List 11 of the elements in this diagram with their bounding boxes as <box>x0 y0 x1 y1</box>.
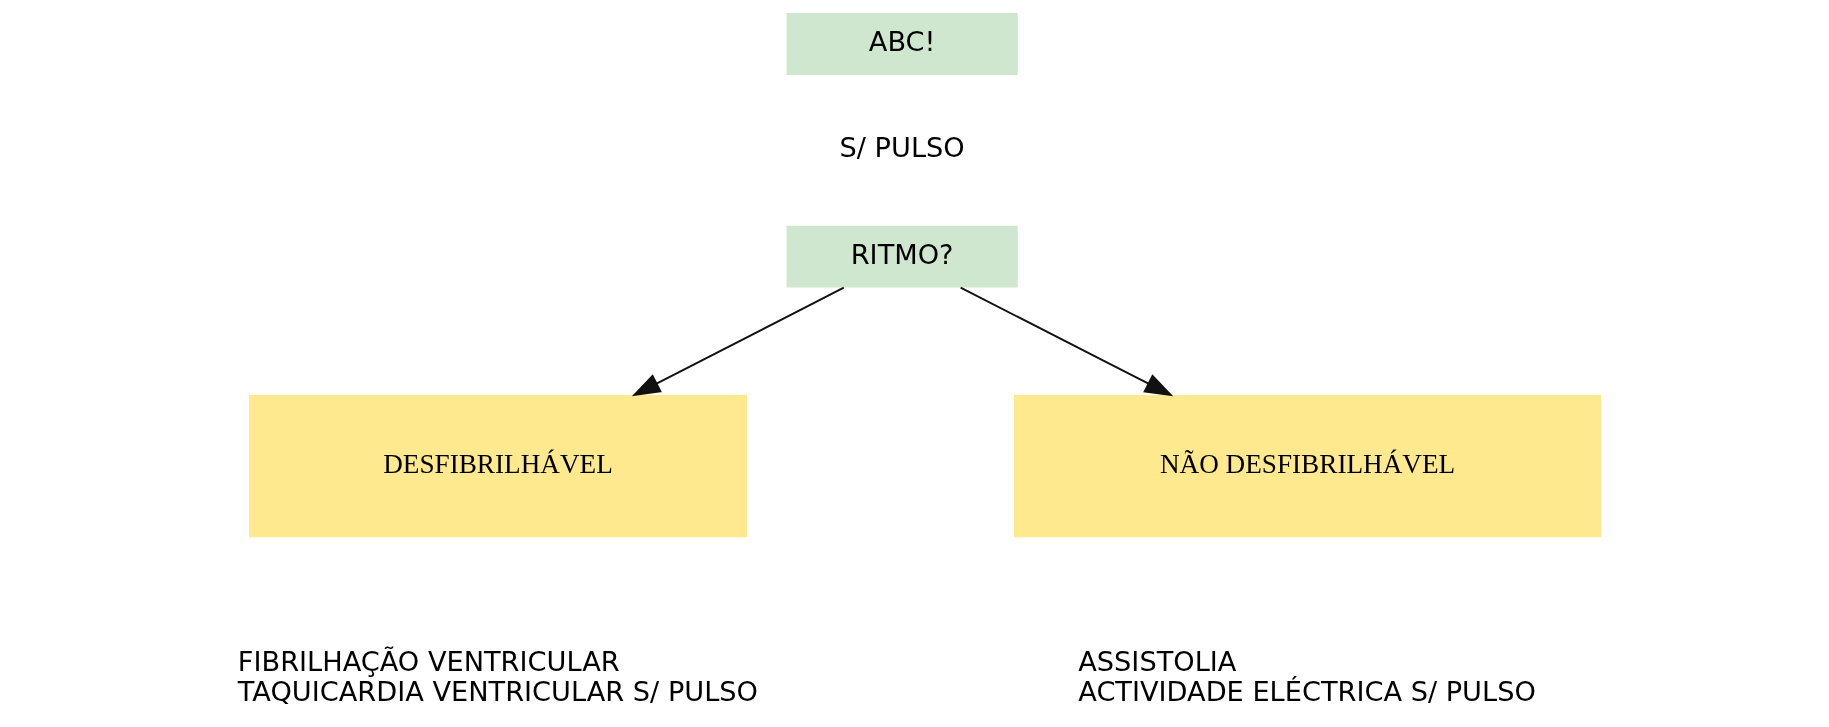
label: S/ PULSO <box>839 132 965 164</box>
arrow <box>959 286 1174 397</box>
node-box: ABC! <box>786 13 1018 75</box>
node-box: NÃO DESFIBRILHÁVEL <box>1014 395 1602 538</box>
node-label: TAQUICARDIA VENTRICULAR S/ PULSO <box>237 676 759 708</box>
node-label: ASSISTOLIA <box>1078 646 1237 678</box>
node-box: RITMO? <box>786 225 1018 288</box>
arrow <box>631 286 845 397</box>
node-box: DESFIBRILHÁVEL <box>248 395 748 538</box>
node-label: FIBRILHAÇÃO VENTRICULAR <box>237 646 620 678</box>
node-label: ACTIVIDADE ELÉCTRICA S/ PULSO <box>1078 676 1536 708</box>
